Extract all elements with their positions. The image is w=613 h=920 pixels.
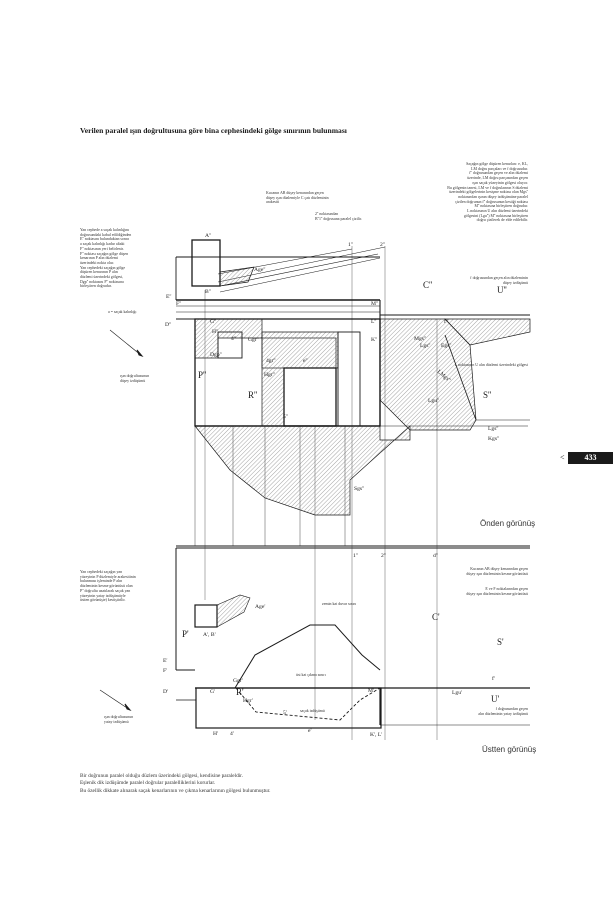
- label-bt-5: 5': [283, 710, 287, 716]
- front-shadow-areas: [194, 266, 531, 516]
- label-bt-f: f': [492, 675, 495, 682]
- label-bt-Hgr: Hgr': [243, 698, 253, 704]
- caption-line: Bu özellik dikkate alınarak saçak kenarl…: [80, 787, 271, 794]
- label-Age: Age'': [254, 267, 265, 273]
- note-f-front: f doğrusundan geçen alın düzleminin düşe…: [470, 276, 528, 285]
- label-e: e'': [303, 358, 308, 364]
- label-B: B'': [205, 289, 211, 295]
- label-bt-M: M': [368, 688, 374, 694]
- top-kucan: [194, 604, 218, 628]
- label-U: U'': [497, 285, 507, 295]
- label-bt-Ggr: Ggr': [233, 678, 243, 684]
- note-l-noktasi: L noktasının U alın düzlemi üzerindeki g…: [454, 363, 528, 367]
- captions: Bir doğrunun paralel olduğu düzlem üzeri…: [80, 773, 270, 795]
- label-bt-Lgu: Lgu': [452, 690, 462, 696]
- note-zemin-kat: zemin kat duvar sınırı: [322, 602, 357, 606]
- label-bt-d: d'': [433, 553, 438, 559]
- label-2: 2'': [380, 242, 385, 248]
- label-Lgs: Lgs'': [420, 343, 430, 349]
- note-e-ve-f: E ve F noktalarından geçen düşey ışın dü…: [466, 587, 528, 596]
- label-Sgs: Sgs'': [354, 486, 364, 492]
- label-F: F'': [176, 301, 181, 307]
- label-P: P'': [198, 370, 207, 380]
- label-f: f'': [444, 318, 448, 325]
- front-window: [283, 367, 337, 427]
- note-ust-kat: üst kat çıkma sınırı: [296, 673, 326, 677]
- page-number: 433: [568, 452, 613, 464]
- note-a-sacak: a = saçak kalınlığı: [108, 310, 137, 314]
- label-G: G'': [210, 319, 216, 325]
- label-Mgs: Mgs'': [414, 336, 426, 342]
- label-bt-F: F': [163, 668, 167, 674]
- label-5: 5'': [283, 414, 288, 420]
- note-sacak-izdusum: saçak izdüşümü: [300, 709, 325, 713]
- drawing-labels: A'' B'' Age'' 1'' 2'' E'' F'' G'' H'' D'…: [163, 233, 507, 738]
- label-K: K'': [371, 337, 377, 343]
- note-sacak: Saçağın gölge düşüren kenarları: e, KL, …: [447, 162, 528, 223]
- label-bt-D: D': [163, 689, 168, 695]
- label-Dgp: Dgp'': [210, 352, 222, 358]
- note-noktasindan-2: 2'' noktasından B''1'' doğrusuna paralel…: [315, 212, 362, 221]
- label-S: S'': [483, 390, 492, 400]
- label-E: E'': [166, 294, 171, 300]
- label-1: 1'': [348, 242, 353, 248]
- label-bt-G: G': [210, 689, 215, 695]
- note-isin-front: ışın doğrultusunun düşey izdüşümü: [120, 374, 150, 383]
- shadow-ground: [194, 425, 411, 516]
- label-Lgs2: Lgs'': [488, 426, 498, 432]
- label-4: 4'': [231, 336, 236, 342]
- label-bt-S: S': [497, 637, 504, 647]
- label-bt-P: P': [182, 629, 189, 639]
- label-R: R'': [248, 390, 258, 400]
- label-bt-e: e': [308, 728, 312, 734]
- front-view-label: Önden görünüş: [480, 519, 536, 528]
- top-ground-floor-outline: [200, 624, 381, 689]
- label-bt-H: H': [213, 731, 218, 737]
- label-bt-R: R': [236, 687, 244, 697]
- label-bt-KL: K', L': [370, 732, 382, 738]
- page-title: Verilen paralel ışın doğrultusuna göre b…: [80, 126, 347, 135]
- label-Lgu: Lgu'': [428, 398, 439, 404]
- label-Hgr: Hgr'': [264, 372, 275, 378]
- note-yan-cephe-top: Yan cephede a saçak kalınlığını doğrusun…: [80, 228, 132, 289]
- note-kucanin-ab: Kucanın AB düşey kenarından geçen düşey …: [266, 191, 329, 205]
- label-bt-U: U': [491, 694, 499, 704]
- label-L: L'': [371, 319, 376, 325]
- label-bt-Age: Age': [255, 604, 265, 610]
- label-bt-1: 1'': [353, 553, 358, 559]
- note-yan-cephe-bottom: Yan cephedeki saçağın yan yüzeyinin P dü…: [80, 570, 136, 603]
- label-A: A'': [205, 233, 211, 239]
- label-D: D'': [165, 322, 171, 328]
- note-kucanin-ab-bottom: Kucanın AB düşey kenarından geçen düşey …: [466, 567, 528, 576]
- label-4gr: 4gr'': [266, 358, 275, 364]
- top-view: [99, 547, 530, 729]
- note-f-bottom: f doğrusundan geçen alın düzleminin yata…: [478, 707, 528, 716]
- label-Egs: Egs'': [441, 343, 451, 349]
- page-arrow: <: [560, 453, 565, 462]
- label-bt-AB: A', B': [203, 632, 216, 638]
- label-C: C'': [423, 280, 433, 290]
- top-view-label: Üstten görünüş: [482, 745, 537, 754]
- shadow-main: [261, 331, 339, 427]
- label-M: M'': [371, 301, 378, 307]
- shadow-kucan: [219, 266, 255, 287]
- caption-line: Bir doğrunun paralel olduğu düzlem üzeri…: [80, 773, 243, 779]
- front-ray-direction: [109, 329, 143, 357]
- shadow-right-slope: [444, 318, 531, 346]
- label-Kgs: Kgs'': [488, 436, 499, 442]
- note-isin-bottom: ışın doğrultusunun yatay izdüşümü: [104, 715, 134, 724]
- label-H: H'': [212, 329, 218, 335]
- shadow-cornice-left: [194, 318, 263, 359]
- label-bt-C: C': [432, 612, 440, 622]
- front-kucan-box: [191, 239, 221, 287]
- label-Ggr: Ggr'': [248, 337, 259, 343]
- label-bt-4: 4': [230, 731, 234, 737]
- top-ray-direction: [99, 689, 131, 711]
- label-bt-E: E': [163, 658, 167, 664]
- label-bt-2: 2'': [381, 553, 386, 559]
- caption-line: Eşlenik dik izdüşümde paralel doğrular p…: [80, 780, 216, 787]
